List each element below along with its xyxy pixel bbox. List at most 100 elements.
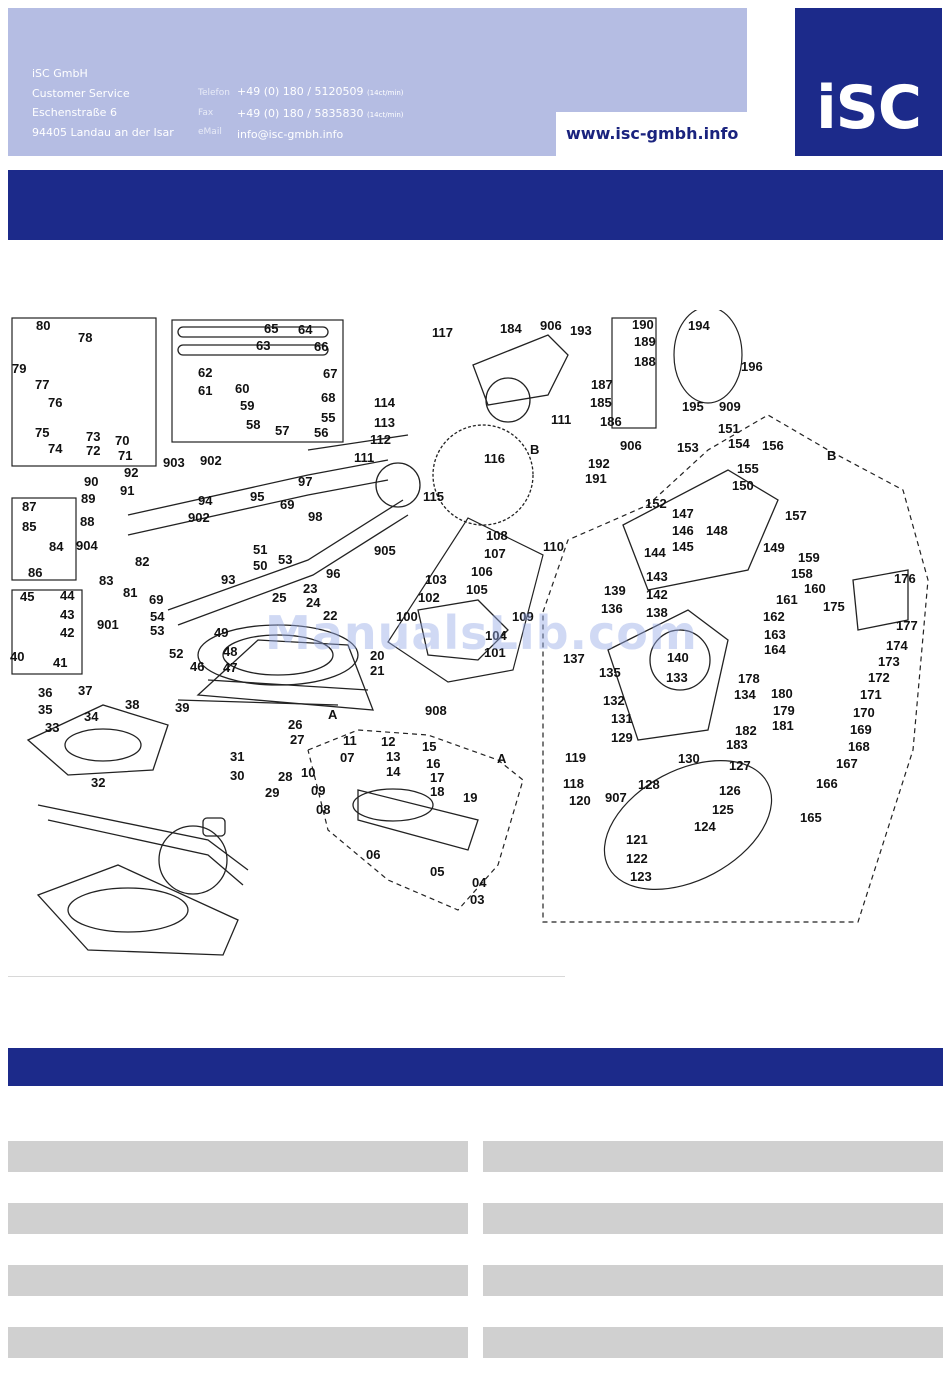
part-callout-48: 48 xyxy=(223,644,237,659)
part-callout-111: 111 xyxy=(551,412,571,427)
part-callout-09: 09 xyxy=(311,783,325,798)
part-callout-133: 133 xyxy=(666,670,688,685)
email-address[interactable]: info@isc-gmbh.info xyxy=(237,128,344,141)
part-callout-90: 90 xyxy=(84,474,98,489)
group-906-box xyxy=(611,317,657,429)
part-callout-154: 154 xyxy=(728,436,750,451)
part-callout-118: 118 xyxy=(563,776,584,791)
part-callout-10: 10 xyxy=(301,765,315,780)
telefon-label: Telefon xyxy=(198,88,230,98)
part-callout-159: 159 xyxy=(798,550,820,565)
part-callout-124: 124 xyxy=(694,819,716,834)
part-callout-82: 82 xyxy=(135,554,149,569)
part-callout-56: 56 xyxy=(314,425,328,440)
part-callout-196: 196 xyxy=(741,359,763,374)
part-callout-85: 85 xyxy=(22,519,36,534)
parts-row-2-right xyxy=(483,1203,943,1234)
parts-list-header-band xyxy=(8,1048,943,1086)
part-callout-49: 49 xyxy=(214,625,228,640)
part-callout-153: 153 xyxy=(677,440,699,455)
part-callout-902: 902 xyxy=(200,453,222,468)
part-callout-175: 175 xyxy=(823,599,845,614)
part-callout-130: 130 xyxy=(678,751,700,766)
part-callout-79: 79 xyxy=(12,361,26,376)
part-callout-164: 164 xyxy=(764,642,786,657)
part-callout-908: 908 xyxy=(425,703,447,718)
part-callout-34: 34 xyxy=(84,709,99,724)
part-callout-28: 28 xyxy=(278,769,292,784)
part-callout-142: 142 xyxy=(646,587,668,602)
part-callout-22: 22 xyxy=(323,608,337,623)
part-callout-70: 70 xyxy=(115,433,129,448)
part-callout-87: 87 xyxy=(22,499,36,514)
part-callout-76: 76 xyxy=(48,395,62,410)
part-callout-132: 132 xyxy=(603,693,625,708)
part-callout-125: 125 xyxy=(712,802,734,817)
parts-row-4-left xyxy=(8,1327,468,1358)
part-callout-102: 102 xyxy=(418,590,440,605)
saw-arm-rails xyxy=(127,326,409,626)
part-callout-165: 165 xyxy=(800,810,822,825)
part-callout-171: 171 xyxy=(860,687,882,702)
part-callout-149: 149 xyxy=(763,540,785,555)
website-link[interactable]: www.isc-gmbh.info xyxy=(566,124,739,143)
part-callout-111: 111 xyxy=(354,450,374,465)
part-callout-114: 114 xyxy=(374,395,396,410)
part-callout-39: 39 xyxy=(175,700,189,715)
part-callout-08: 08 xyxy=(316,802,330,817)
part-callout-174: 174 xyxy=(886,638,908,653)
part-callout-27: 27 xyxy=(290,732,304,747)
part-callout-97: 97 xyxy=(298,474,312,489)
part-callout-94: 94 xyxy=(198,493,213,508)
part-callout-71: 71 xyxy=(118,448,132,463)
part-callout-902: 902 xyxy=(188,510,210,525)
part-callout-178: 178 xyxy=(738,671,760,686)
part-callout-61: 61 xyxy=(198,383,212,398)
saw-head-parts xyxy=(352,334,909,851)
company-address: iSC GmbH Customer Service Eschenstraße 6… xyxy=(32,64,174,142)
part-callout-187: 187 xyxy=(591,377,613,392)
part-callout-122: 122 xyxy=(626,851,648,866)
part-callout-137: 137 xyxy=(563,651,585,666)
website-box xyxy=(556,112,747,156)
part-callout-19: 19 xyxy=(463,790,477,805)
part-callout-179: 179 xyxy=(773,703,795,718)
part-callout-162: 162 xyxy=(763,609,785,624)
part-callout-905: 905 xyxy=(374,543,396,558)
part-callout-83: 83 xyxy=(99,573,113,588)
part-callout-144: 144 xyxy=(644,545,666,560)
parts-row-4-right xyxy=(483,1327,943,1358)
part-callout-05: 05 xyxy=(430,864,444,879)
parts-row-2-left xyxy=(8,1203,468,1234)
part-callout-69: 69 xyxy=(149,592,163,607)
part-callout-53: 53 xyxy=(150,623,164,638)
part-callout-44: 44 xyxy=(60,588,75,603)
part-callout-106: 106 xyxy=(471,564,493,579)
part-callout-60: 60 xyxy=(235,381,249,396)
part-callout-110: 110 xyxy=(543,539,564,554)
group-905-box xyxy=(387,517,544,683)
part-callout-105: 105 xyxy=(466,582,488,597)
part-callout-150: 150 xyxy=(732,478,754,493)
part-callout-117: 117 xyxy=(432,325,453,340)
assembled-saw-sketch xyxy=(36,804,249,956)
part-callout-185: 185 xyxy=(590,395,612,410)
part-callout-146: 146 xyxy=(672,523,694,538)
part-callout-24: 24 xyxy=(306,595,321,610)
part-callout-72: 72 xyxy=(86,443,100,458)
part-callout-98: 98 xyxy=(308,509,322,524)
part-callout-138: 138 xyxy=(646,605,668,620)
part-callout-131: 131 xyxy=(611,711,633,726)
part-callout-192: 192 xyxy=(588,456,610,471)
part-callout-17: 17 xyxy=(430,770,444,785)
part-callout-904: 904 xyxy=(76,538,98,553)
group-907-ellipse xyxy=(603,760,773,890)
part-callout-126: 126 xyxy=(719,783,741,798)
part-callout-158: 158 xyxy=(791,566,813,581)
part-callout-127: 127 xyxy=(729,758,751,773)
part-callout-84: 84 xyxy=(49,539,64,554)
parts-row-1-left xyxy=(8,1141,468,1172)
part-callout-170: 170 xyxy=(853,705,875,720)
part-callout-73: 73 xyxy=(86,429,100,444)
part-callout-57: 57 xyxy=(275,423,289,438)
